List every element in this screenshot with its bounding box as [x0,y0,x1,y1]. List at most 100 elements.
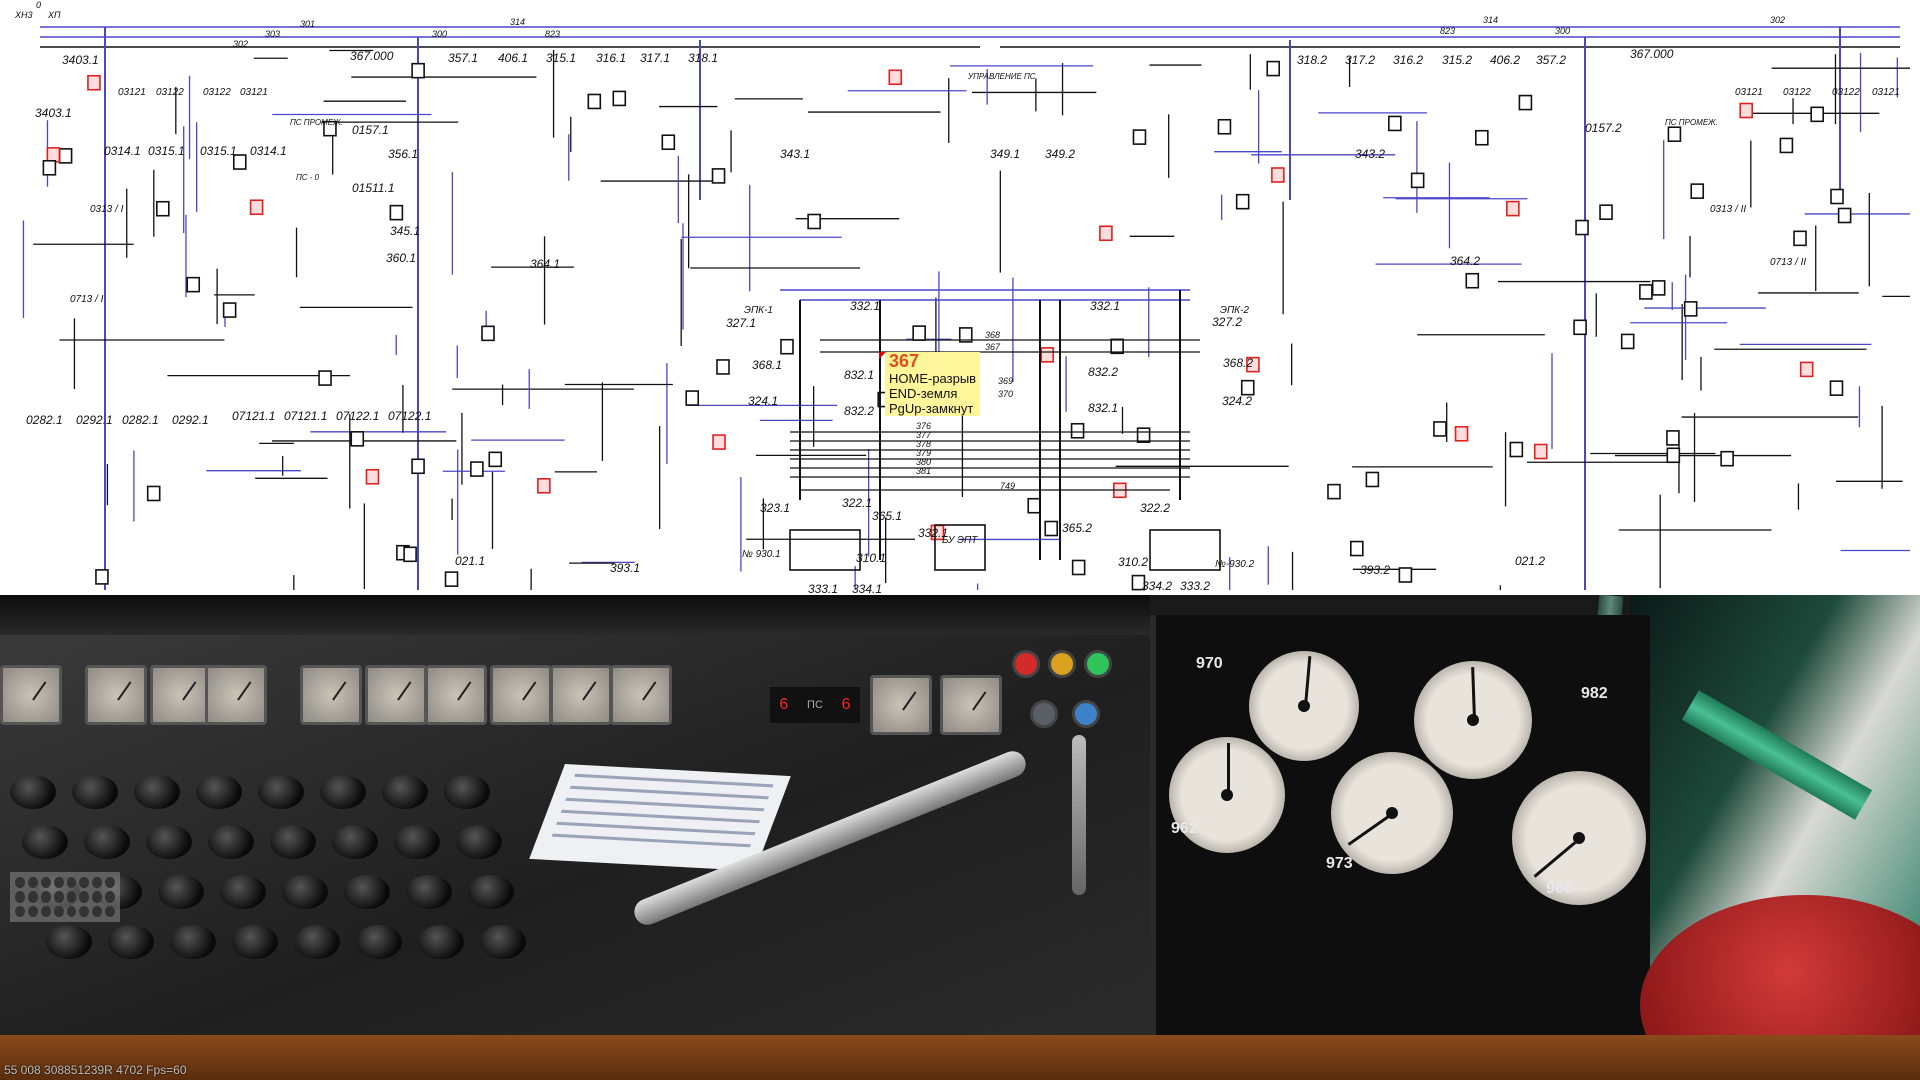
mini-button[interactable] [66,877,77,889]
mini-button[interactable] [105,905,115,917]
relay-coil-active-icon[interactable] [1506,200,1520,217]
relay-coil-icon[interactable] [1217,118,1232,135]
mini-button[interactable] [15,891,25,903]
relay-coil-icon[interactable] [481,325,495,342]
relay-coil-icon[interactable] [1666,430,1680,446]
relay-coil-active-icon[interactable] [888,69,903,86]
relay-coil-icon[interactable] [1639,284,1653,300]
mini-button[interactable] [66,891,77,903]
relay-coil-icon[interactable] [350,431,365,447]
relay-coil-icon[interactable] [1667,126,1682,142]
relay-coil-icon[interactable] [1779,137,1794,154]
rotary-switch[interactable] [480,925,526,959]
relay-coil-icon[interactable] [1027,497,1042,514]
rotary-switch[interactable] [208,825,254,859]
relay-coil-icon[interactable] [403,546,417,563]
relay-coil-icon[interactable] [1475,129,1489,146]
relay-coil-icon[interactable] [711,168,726,184]
mini-button[interactable] [105,891,115,903]
indicator-lamp[interactable] [1072,700,1100,728]
mini-button[interactable] [40,905,51,917]
mini-button[interactable] [27,877,38,889]
relay-coil-icon[interactable] [389,204,404,221]
relay-coil-icon[interactable] [444,571,459,587]
rotary-switch[interactable] [406,875,452,909]
relay-coil-active-icon[interactable] [712,434,726,450]
relay-coil-icon[interactable] [1720,450,1734,467]
relay-coil-active-icon[interactable] [1099,225,1113,242]
rotary-switch[interactable] [468,875,514,909]
relay-coil-icon[interactable] [1575,219,1589,236]
relay-coil-icon[interactable] [1810,106,1824,123]
rotary-switch[interactable] [356,925,402,959]
relay-coil-icon[interactable] [1573,319,1587,336]
relay-coil-icon[interactable] [661,134,676,151]
relay-coil-icon[interactable] [1793,230,1807,247]
relay-coil-icon[interactable] [612,90,627,107]
rotary-switch[interactable] [294,925,340,959]
rotary-switch[interactable] [220,875,266,909]
relay-coil-active-icon[interactable] [249,199,264,216]
rotary-switch[interactable] [282,875,328,909]
bu-ept-block[interactable] [934,524,986,571]
relay-coil-icon[interactable] [1651,280,1666,296]
relay-coil-icon[interactable] [488,451,503,468]
relay-coil-icon[interactable] [1518,94,1533,111]
relay-coil-icon[interactable] [1071,559,1086,576]
rotary-switch[interactable] [320,775,366,809]
relay-coil-active-icon[interactable] [537,477,551,494]
rotary-switch[interactable] [344,875,390,909]
relay-coil-icon[interactable] [1132,129,1147,145]
relay-coil-icon[interactable] [716,359,730,375]
relay-coil-icon[interactable] [1136,427,1151,443]
rotary-switch[interactable] [258,775,304,809]
mini-button[interactable] [40,877,51,889]
relay-coil-icon[interactable] [1837,207,1852,224]
relay-coil-icon[interactable] [1110,338,1124,355]
relay-coil-icon[interactable] [58,148,73,164]
rotary-switch[interactable] [332,825,378,859]
relay-coil-icon[interactable] [807,213,821,230]
relay-coil-icon[interactable] [1465,272,1480,289]
relay-coil-icon[interactable] [95,569,109,585]
relay-coil-icon[interactable] [685,390,700,406]
relay-coil-icon[interactable] [42,159,57,176]
mini-button[interactable] [27,891,38,903]
mini-button[interactable] [92,891,103,903]
mini-button[interactable] [79,891,90,903]
relay-coil-icon[interactable] [1433,421,1447,437]
brake-handle[interactable] [1072,735,1086,895]
mini-button[interactable] [79,905,90,917]
relay-coil-active-icon[interactable] [1799,361,1814,378]
mini-button[interactable] [15,905,25,917]
relay-coil-icon[interactable] [1666,447,1681,464]
relay-coil-icon[interactable] [1131,574,1146,591]
relay-coil-active-icon[interactable] [1040,347,1054,363]
relay-coil-icon[interactable] [587,93,602,110]
relay-coil-icon[interactable] [1690,183,1705,199]
relay-coil-icon[interactable] [1365,471,1380,488]
relay-coil-icon[interactable] [1070,422,1085,439]
relay-coil-icon[interactable] [1388,115,1402,132]
relay-coil-icon[interactable] [470,461,484,477]
rotary-switch[interactable] [84,825,130,859]
relay-coil-icon[interactable] [1509,441,1524,458]
mini-button[interactable] [40,891,51,903]
rotary-switch[interactable] [270,825,316,859]
mini-button[interactable] [105,877,115,889]
relay-coil-active-icon[interactable] [1739,102,1753,119]
indicator-lamp[interactable] [1048,650,1076,678]
relay-block-930-2[interactable] [1149,529,1221,571]
relay-coil-icon[interactable] [222,302,237,318]
rotary-switch[interactable] [46,925,92,959]
relay-coil-icon[interactable] [323,120,337,137]
relay-coil-icon[interactable] [958,327,973,343]
indicator-lamp[interactable] [1030,700,1058,728]
relay-coil-active-icon[interactable] [46,147,61,163]
relay-coil-active-icon[interactable] [365,468,380,485]
rotary-switch[interactable] [10,775,56,809]
relay-coil-icon[interactable] [1829,380,1844,396]
relay-coil-icon[interactable] [155,200,170,217]
relay-coil-icon[interactable] [411,458,425,475]
